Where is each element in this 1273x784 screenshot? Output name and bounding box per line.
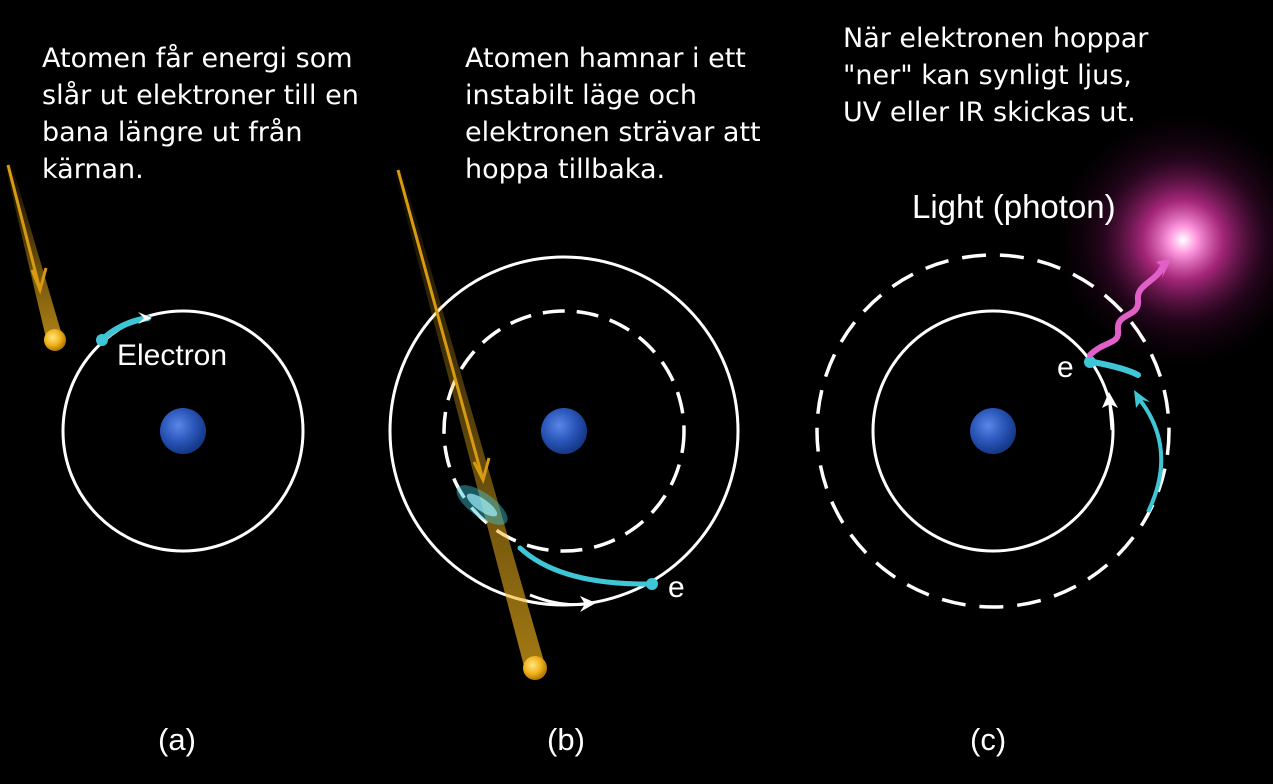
direction-arrow-a: [138, 312, 152, 324]
electron-trail-c: [1090, 359, 1141, 378]
photon-arrowhead: [1156, 258, 1172, 278]
incoming-particle-a: [5, 164, 66, 351]
electron-c: [1084, 356, 1096, 368]
electron-label-c: e: [1057, 351, 1074, 384]
energy-particle-a: [44, 329, 66, 351]
inner-orbit-c: [871, 309, 1115, 553]
direction-arrowhead-b: [580, 596, 596, 612]
caption-c: När elektronen hoppar "ner" kan synligt …: [843, 23, 1149, 128]
electron-fall-arrow-c: [1138, 398, 1164, 513]
electron-label: Electron: [117, 339, 227, 372]
incoming-particle-b: [394, 169, 547, 680]
electron-jump-path-b: [517, 545, 653, 587]
direction-arrowhead-c: [1102, 392, 1118, 408]
orbit-direction-arrow-c: [1108, 404, 1114, 431]
panel-c: e Light (photon): [815, 105, 1273, 609]
panel-label-a: (a): [158, 722, 196, 757]
panel-label-b: (b): [547, 722, 585, 757]
nucleus-a: [160, 408, 206, 454]
electron-a: [96, 334, 108, 346]
electron-orbit-a: [61, 309, 305, 553]
photon-glow: [1048, 105, 1273, 375]
orbit-direction-arrow-b: [529, 593, 586, 607]
nucleus-b: [541, 408, 587, 454]
collision-burst-b: [456, 485, 508, 525]
electron-label-b: e: [668, 571, 685, 604]
energy-particle-b: [523, 656, 547, 680]
panel-a: Electron: [5, 164, 305, 553]
caption-b: Atomen hamnar i ett instabilt läge och e…: [465, 43, 761, 185]
electron-b: [646, 578, 658, 590]
fall-arrowhead-c: [1134, 390, 1150, 408]
photon-label: Light (photon): [912, 188, 1116, 225]
nucleus-c: [970, 408, 1016, 454]
photon-wave: [1087, 265, 1165, 358]
outer-orbit-dashed-c: [815, 253, 1171, 609]
panel-b: e: [388, 169, 740, 680]
panel-label-c: (c): [970, 722, 1006, 757]
caption-a: Atomen får energi som slår ut elektroner…: [42, 43, 359, 185]
inner-orbit-dashed-b: [442, 309, 686, 553]
